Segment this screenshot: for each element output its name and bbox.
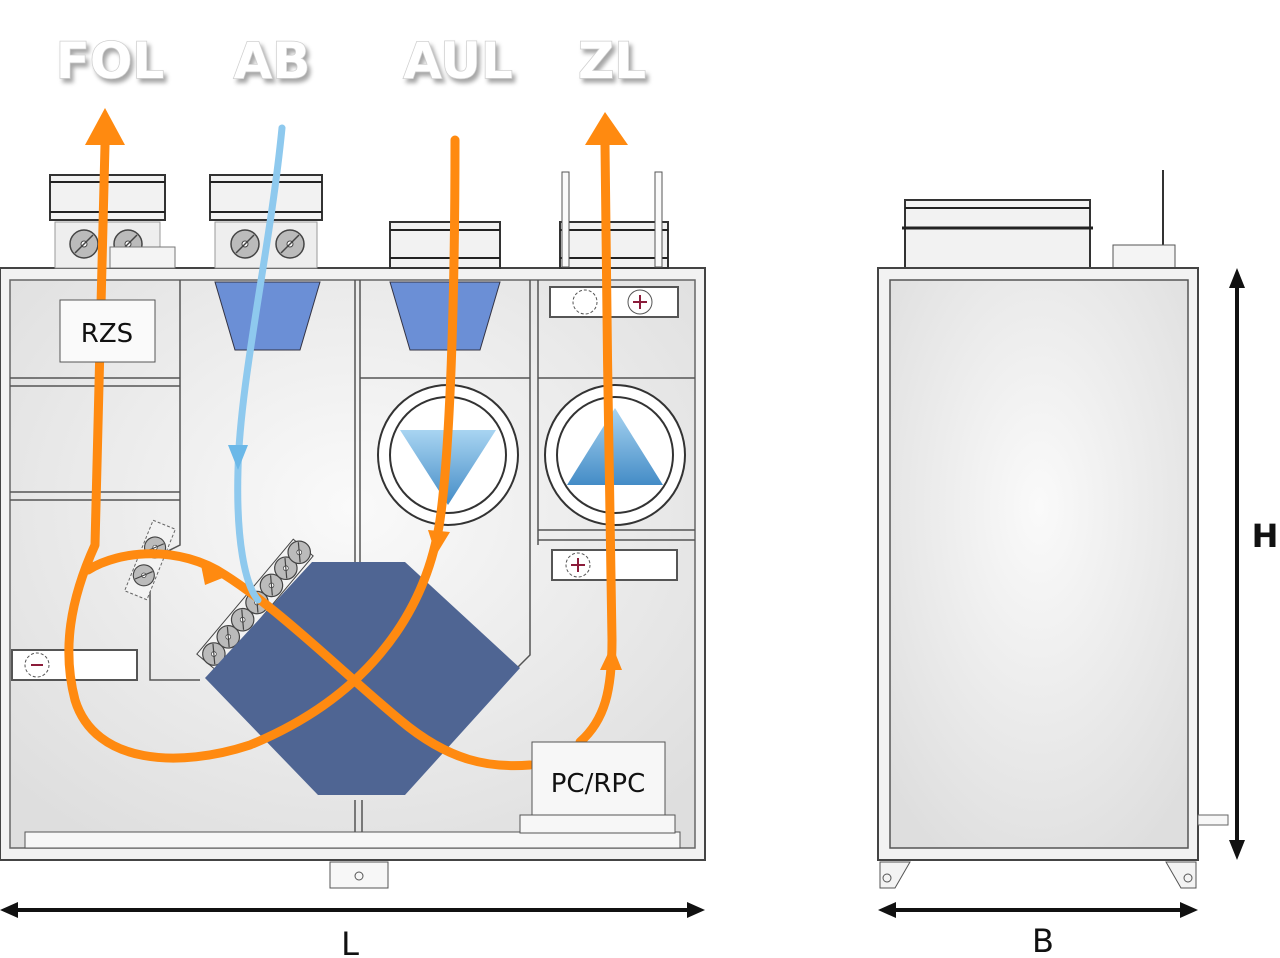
duct-aul [389,221,501,269]
duct-zl [559,171,669,269]
dimension-h-label: H [1252,517,1279,555]
base-rail [24,831,681,849]
rzs-label: RZS [81,319,133,349]
bottom-tab-hole [354,871,364,881]
label-fol: FOL [56,32,165,90]
pc-rpc-box [531,741,666,816]
label-zl: ZL [578,32,646,90]
bottom-tab [329,861,389,889]
arrow-fol [85,108,125,145]
side-outlet [1197,814,1229,826]
foot-right [1165,861,1197,889]
airflow-to-zl [575,140,617,747]
arrow-zl [585,112,628,145]
airflow-aul-to-fol [64,135,460,763]
side-duct [904,199,1091,269]
arrow-zl-up [600,645,622,670]
airflow-ab [234,124,286,604]
arrow-aul-down [428,530,450,555]
arrow-recirculation [200,560,230,585]
rzs-box [59,299,156,363]
label-ab: AB [234,32,311,90]
arrow-ab-down [228,445,248,470]
dimension-b-label: B [1032,922,1054,958]
side-view: H B [877,170,1279,958]
duct-fol [49,174,176,269]
filter-ab [214,281,321,351]
pc-rpc-label: PC/RPC [551,769,646,799]
dimension-l-label: L [341,925,359,958]
label-aul: AUL [403,32,513,90]
heater-top-zl [549,286,679,318]
side-control-box [1112,244,1176,269]
airflow-recirculation [83,549,535,771]
controller-base [519,814,676,834]
front-view: RZS PC/RPC L [0,108,706,958]
filter-aul [389,281,501,351]
fan-zl [544,384,686,526]
